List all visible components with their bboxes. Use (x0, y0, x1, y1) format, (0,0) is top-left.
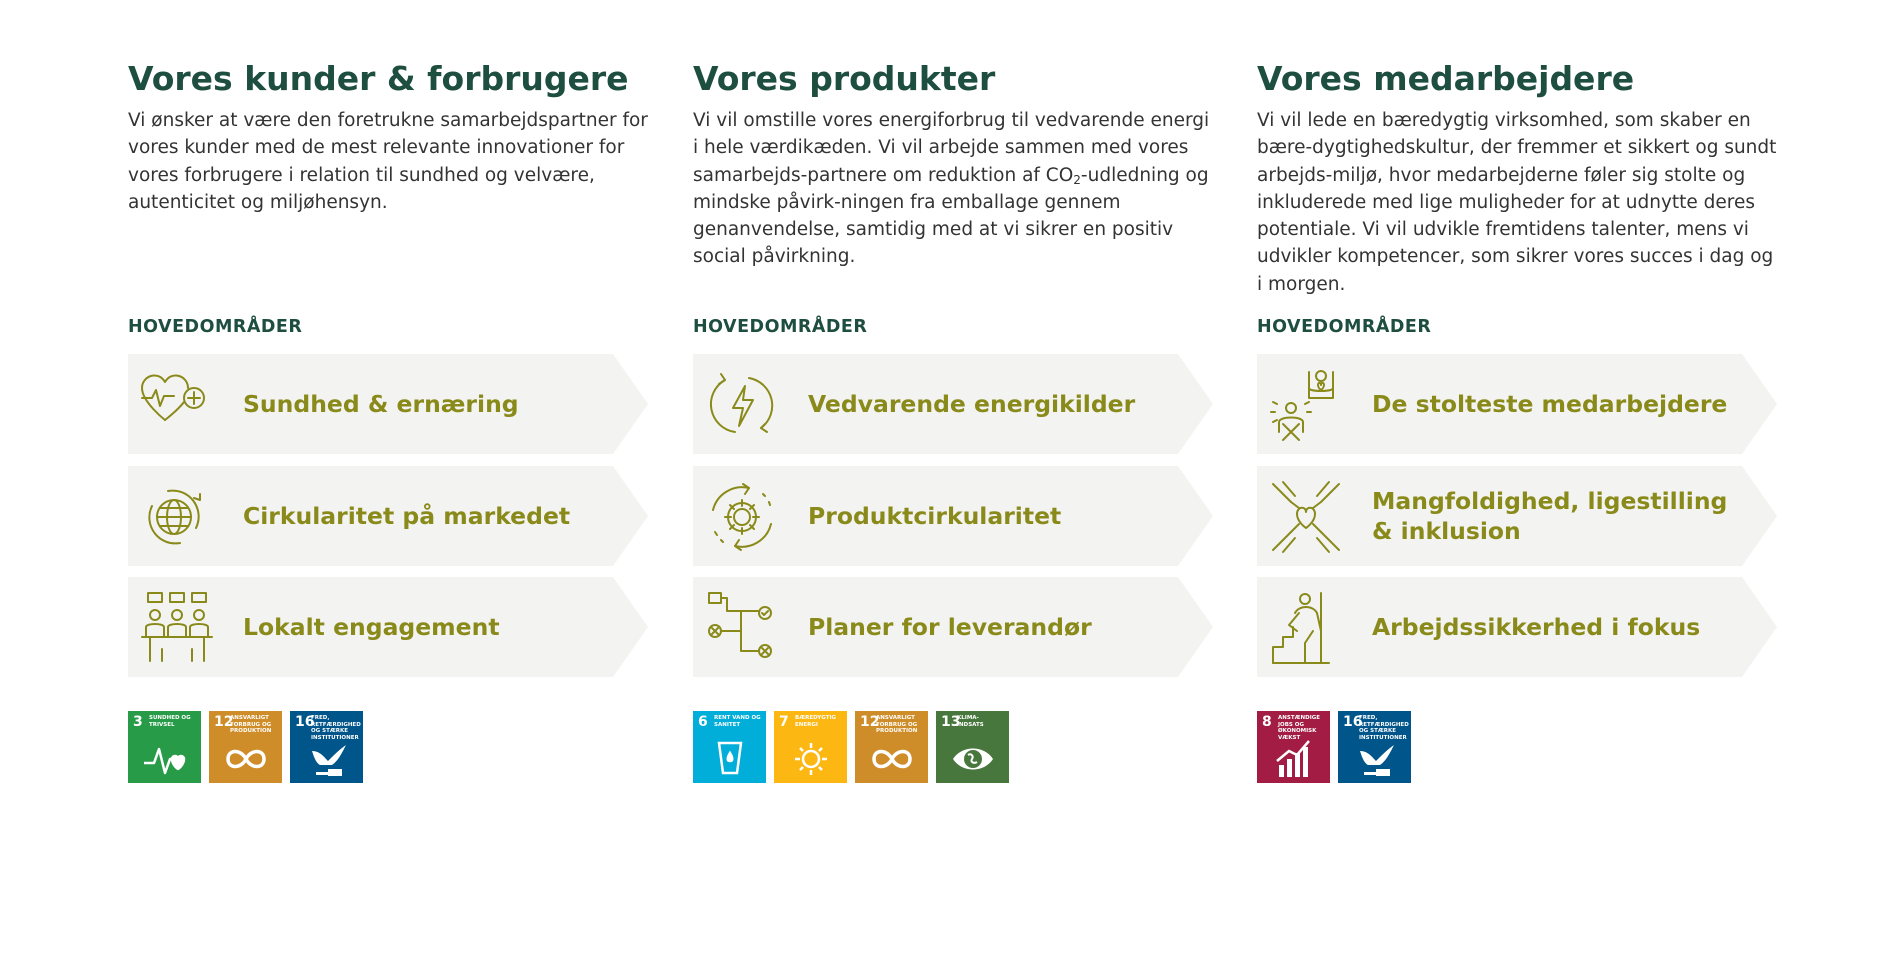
column-intro: Vi vil lede en bæredygtig virksomhed, so… (1257, 110, 1777, 295)
column-products: Vores produkter Vi vil omstille vores en… (693, 58, 1213, 783)
column-title: Vores produkter (693, 59, 996, 98)
column-intro: Vi ønsker at være den foretrukne samarbe… (128, 110, 648, 213)
flowchart-icon (708, 592, 772, 658)
gear-cycle-icon (712, 483, 772, 551)
focus-area-label: Arbejdssikkerhed i fokus (1372, 613, 1701, 641)
focus-area-label: Produktcirkularitet (808, 502, 1062, 530)
infinity-icon (226, 749, 266, 769)
focus-area-proudest-employees: De stolteste medarbejdere (1257, 354, 1777, 454)
focus-area-supplier-plans: Planer for leverandør (693, 577, 1213, 677)
focus-area-label: De stolteste medarbejdere (1372, 390, 1728, 418)
focus-area-work-safety: Arbejdssikkerhed i fokus (1257, 577, 1777, 677)
water-glass-icon (717, 741, 743, 775)
sdg-6-badge: 6 Rent vand og sanitet (693, 711, 766, 783)
focus-area-diversity: Mangfoldighed, ligestilling & inklusion (1257, 466, 1777, 566)
sdg-16-badge: 16 Fred, retfærdighed og stærke institut… (290, 711, 363, 783)
sdg-12-badge: 12 Ansvarligt forbrug og produktion (209, 711, 282, 783)
sdg-12-badge: 12 Ansvarligt forbrug og produktion (855, 711, 928, 783)
focus-area-label: Vedvarende energikilder (808, 390, 1136, 418)
sdg-16-badge: 16 Fred, retfærdighed og stærke institut… (1338, 711, 1411, 783)
areas-heading: HOVEDOMRÅDER (1257, 317, 1432, 337)
areas-heading: HOVEDOMRÅDER (693, 317, 868, 337)
focus-area-label: Cirkularitet på markedet (243, 502, 571, 530)
focus-area-label: Mangfoldighed, ligestilling & inklusion (1372, 487, 1728, 545)
heart-pulse-plus-icon (141, 374, 205, 421)
hands-heart-icon (1272, 481, 1340, 553)
proud-people-icon (1270, 370, 1334, 441)
people-meeting-icon (141, 592, 213, 662)
globe-cycle-icon (148, 489, 201, 545)
growth-chart-icon (1276, 740, 1310, 777)
dove-gavel-icon (312, 745, 346, 776)
sdg-3-badge: 3 Sundhed og trivsel (128, 711, 201, 783)
sdg-goals: 3 Sundhed og trivsel 12 Ansvarligt forbr… (128, 711, 363, 783)
focus-area-product-circularity: Produktcirkularitet (693, 466, 1213, 566)
column-title: Vores kunder & forbrugere (128, 59, 629, 98)
sun-power-icon (795, 743, 827, 775)
column-employees: Vores medarbejdere Vi vil lede en bæredy… (1257, 58, 1777, 783)
areas-heading: HOVEDOMRÅDER (128, 317, 303, 337)
eye-globe-icon (953, 748, 993, 770)
focus-area-local-engagement: Lokalt engagement (128, 577, 648, 677)
column-title: Vores medarbejdere (1257, 59, 1635, 98)
sdg-13-badge: 13 Klima-indsats (936, 711, 1009, 783)
lightning-cycle-icon (709, 373, 774, 433)
infinity-icon (872, 749, 912, 769)
focus-area-health: Sundhed & ernæring (128, 354, 648, 454)
sdg-8-badge: 8 Anstændige jobs og økonomisk vækst (1257, 711, 1330, 783)
sdg-7-badge: 7 Bæredygtig energi (774, 711, 847, 783)
focus-area-renewable-energy: Vedvarende energikilder (693, 354, 1213, 454)
sdg-goals: 6 Rent vand og sanitet 7 Bæredygtig ener… (693, 711, 1009, 783)
heartbeat-icon (144, 747, 186, 775)
focus-area-label: Lokalt engagement (243, 613, 500, 641)
focus-area-circularity-market: Cirkularitet på markedet (128, 466, 648, 566)
safety-climb-icon (1272, 592, 1330, 664)
dove-gavel-icon (1360, 745, 1394, 776)
column-intro: Vi vil omstille vores energiforbrug til … (693, 110, 1210, 268)
column-customers: Vores kunder & forbrugere Vi ønsker at v… (128, 58, 648, 783)
focus-area-label: Sundhed & ernæring (243, 390, 519, 418)
focus-area-label: Planer for leverandør (808, 613, 1092, 641)
sdg-goals: 8 Anstændige jobs og økonomisk vækst 16 … (1257, 711, 1411, 783)
